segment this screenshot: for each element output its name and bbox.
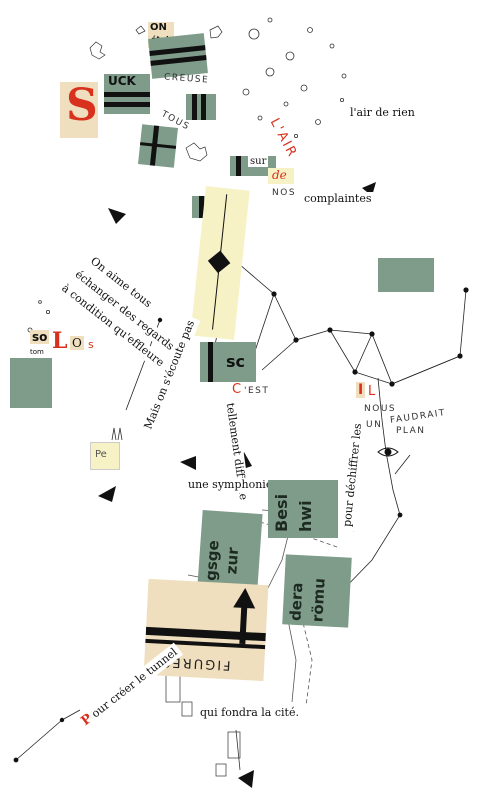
- sur-tile: sur: [230, 156, 276, 176]
- tan-arrow-block: FIGURES: [143, 578, 269, 682]
- solos-l: L: [52, 328, 68, 354]
- green-tile-top: [148, 33, 208, 79]
- p-stamp: Pe: [90, 442, 120, 470]
- plan-word: PLAN: [396, 426, 426, 436]
- news-text-6: römu: [308, 577, 329, 623]
- phrase-complaintes: complaintes: [300, 192, 376, 207]
- on-text: ON: [150, 22, 167, 33]
- solos-s: s: [88, 338, 94, 351]
- green-tile-left: [10, 358, 52, 408]
- green-tile-mid: [138, 124, 178, 168]
- news-text-5: dera: [286, 582, 307, 622]
- solos-o: O: [70, 336, 84, 350]
- sc-tile: sc: [200, 342, 256, 382]
- cest-rest: 'EST: [244, 386, 270, 396]
- big-s-letter: S: [66, 80, 98, 131]
- sc-text: sc: [226, 352, 246, 371]
- news-text-3: gsge: [201, 539, 223, 582]
- p-stamp-text: Pe: [95, 449, 107, 460]
- big-s-tile: S: [60, 80, 98, 138]
- up-arrow-icon: [145, 587, 266, 650]
- news-block-3: dera römu: [282, 554, 352, 628]
- phrase-lair-de-rien: l'air de rien: [346, 106, 419, 121]
- de-text: de: [272, 168, 287, 182]
- cest-c: C: [232, 382, 242, 397]
- de-tile: de: [268, 168, 294, 184]
- uck-text: UCK: [108, 74, 136, 88]
- news-block-1: Besi hwi: [268, 480, 338, 538]
- uck-tile: UCK: [104, 74, 150, 114]
- solos-tom: tom: [30, 348, 44, 356]
- il-l: L: [368, 384, 376, 399]
- news-text-2: hwi: [296, 500, 315, 532]
- news-text-4: zur: [222, 546, 243, 575]
- green-tile-right: [378, 258, 434, 292]
- news-block-2: gsge zur: [197, 509, 263, 591]
- nos-word: NOS: [272, 188, 297, 198]
- green-tile-small: [186, 94, 216, 120]
- nous-word: NOUS: [364, 404, 397, 414]
- un-word: UN: [366, 420, 383, 430]
- phrase-fondra: qui fondra la cité.: [196, 706, 303, 721]
- sur-text: sur: [248, 156, 269, 167]
- news-text-1: Besi: [272, 493, 291, 532]
- phrase-symphonie: une symphonie: [184, 478, 277, 493]
- solos-so: so: [30, 330, 50, 344]
- il-i: I: [356, 382, 366, 398]
- diamond-shape: [207, 250, 231, 274]
